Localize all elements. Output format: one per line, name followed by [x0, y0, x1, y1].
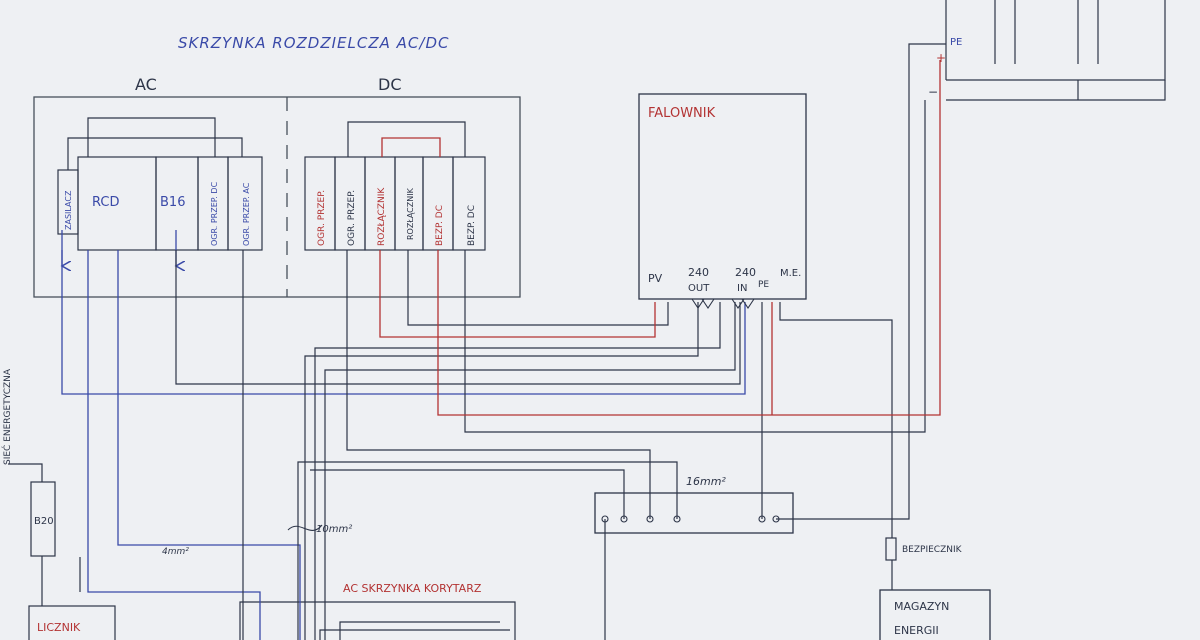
inverter-terminal-out-number: 240: [688, 266, 709, 279]
grid-feed: [8, 463, 116, 640]
pv-plus: +: [936, 51, 946, 65]
dc-section-label: DC: [378, 75, 402, 94]
energy-storage-line1: MAGAZYN: [894, 600, 949, 613]
red-wires: [379, 60, 941, 416]
ac-module-label: OGR. PRZEP. AC: [242, 182, 251, 246]
dc-bus-positive: [381, 137, 441, 157]
corridor-box: [239, 601, 516, 640]
grid-label: SIEĆ ENERGETYCZNA: [1, 368, 13, 465]
fuse-label: BEZPIECZNIK: [902, 545, 963, 555]
inverter-terminal-in: IN: [737, 283, 747, 294]
dark-wires: [79, 43, 946, 640]
inverter-terminal-ticks: [691, 298, 755, 309]
ac-module-label: RCD: [92, 195, 119, 210]
cable-4mm-label: 4mm²: [162, 547, 189, 557]
corridor-box-title: AC SKRZYNKA KORYTARZ: [343, 582, 482, 595]
grid-breaker-label: B20: [34, 516, 54, 527]
dc-module-row: [304, 121, 486, 251]
pv-pe-label: PE: [950, 37, 962, 48]
ac-module-row: [57, 117, 263, 251]
inverter-terminal-pv: PV: [648, 272, 663, 285]
pv-minus: −: [928, 85, 938, 99]
inverter-box: [638, 93, 807, 300]
ac-module-label: ZASILACZ: [64, 190, 73, 230]
dc-module-label: OGR. PRZEP.: [317, 190, 327, 246]
energy-storage-box: [879, 589, 991, 640]
dc-module-label: ROZŁĄCZNIK: [406, 187, 415, 240]
panel-title: SKRZYNKA ROZDZIELCZA AC/DC: [178, 34, 450, 52]
dc-module-label: ROZŁĄCZNIK: [377, 187, 387, 246]
dc-module-label: OGR. PRZEP.: [347, 190, 357, 246]
inverter-terminal-pe: PE: [758, 280, 769, 290]
inverter-terminal-out: OUT: [688, 283, 710, 294]
dc-module-label: BEZP. DC: [435, 205, 445, 246]
inverter-terminal-in-number: 240: [735, 266, 756, 279]
meter-label: LICZNIK: [37, 621, 81, 634]
blue-wires: [62, 230, 746, 640]
fuse-icon: [885, 537, 897, 561]
inverter-title: FALOWNIK: [648, 106, 716, 121]
ac-module-label: OGR. PRZEP. DC: [210, 181, 219, 246]
inverter-terminal-me: M.E.: [780, 268, 801, 279]
dc-module-label: BEZP. DC: [467, 205, 477, 246]
ground-bar-cable-label: 16mm²: [686, 475, 726, 488]
cable-10mm-label: 10mm²: [316, 524, 352, 535]
distribution-box: [33, 96, 521, 298]
pv-array: [945, 0, 1166, 101]
energy-storage-line2: ENERGII: [894, 624, 939, 637]
ac-section-label: AC: [135, 75, 157, 94]
ac-module-label: B16: [160, 195, 185, 210]
ground-bar: [594, 492, 794, 534]
